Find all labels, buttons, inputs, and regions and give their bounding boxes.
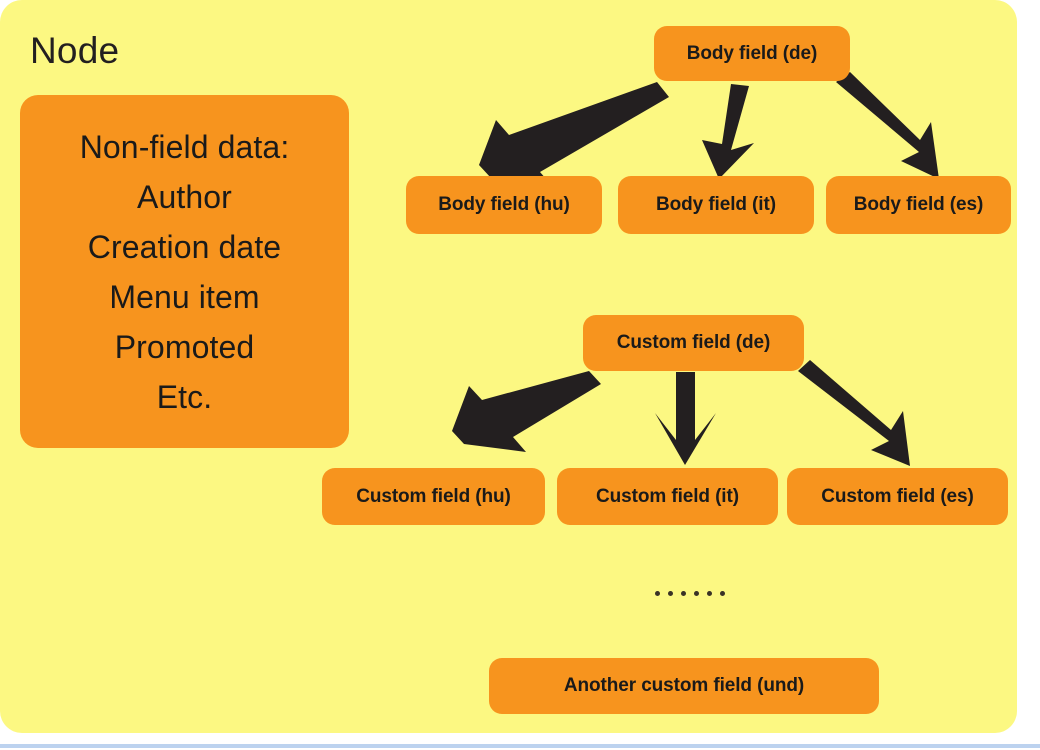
node-body-field-de[interactable]: Body field (de) — [654, 26, 850, 81]
non-field-line-1: Author — [137, 178, 232, 215]
node-label: Another custom field (und) — [563, 675, 805, 696]
page-title: Node — [30, 30, 120, 71]
node-panel: Node Non-field data: Author Creation dat… — [0, 0, 1017, 733]
arrow-body-de-to-it — [702, 84, 754, 179]
node-body-field-hu[interactable]: Body field (hu) — [406, 176, 602, 234]
node-custom-field-it[interactable]: Custom field (it) — [557, 468, 778, 525]
arrow-custom-de-to-es — [798, 360, 910, 466]
non-field-line-0: Non-field data: — [79, 128, 290, 165]
non-field-data-box: Non-field data: Author Creation date Men… — [20, 95, 349, 448]
non-field-line-5: Etc. — [156, 378, 213, 415]
ellipsis-dot — [681, 590, 686, 596]
non-field-line-4: Promoted — [114, 328, 255, 365]
non-field-line-2: Creation date — [87, 228, 282, 265]
ellipsis-dot — [694, 590, 699, 596]
node-label: Custom field (hu) — [356, 485, 511, 507]
ellipsis-dot — [668, 590, 673, 596]
non-field-line-3: Menu item — [109, 278, 260, 315]
node-label: Body field (de) — [686, 42, 818, 64]
arrow-custom-de-to-it — [655, 372, 716, 465]
ellipsis-dot — [655, 590, 660, 596]
ellipsis-dot — [720, 590, 725, 596]
node-body-field-es[interactable]: Body field (es) — [826, 176, 1011, 234]
node-label: Custom field (de) — [616, 332, 771, 353]
node-body-field-it[interactable]: Body field (it) — [618, 176, 814, 234]
node-label: Body field (hu) — [438, 194, 570, 215]
node-label: Custom field (it) — [596, 485, 739, 507]
bottom-divider — [0, 744, 1040, 748]
node-label: Body field (it) — [656, 194, 776, 215]
ellipsis-indicator — [655, 586, 725, 600]
arrow-body-de-to-es — [836, 72, 939, 179]
node-another-custom-field-und[interactable]: Another custom field (und) — [489, 658, 879, 714]
ellipsis-dot — [707, 590, 712, 596]
node-custom-field-es[interactable]: Custom field (es) — [787, 468, 1008, 525]
arrow-body-de-to-hu — [479, 82, 669, 187]
arrow-custom-de-to-hu — [452, 371, 601, 452]
node-custom-field-hu[interactable]: Custom field (hu) — [322, 468, 545, 525]
node-label: Body field (es) — [853, 194, 984, 215]
node-label: Custom field (es) — [821, 485, 974, 507]
node-custom-field-de[interactable]: Custom field (de) — [583, 315, 804, 371]
